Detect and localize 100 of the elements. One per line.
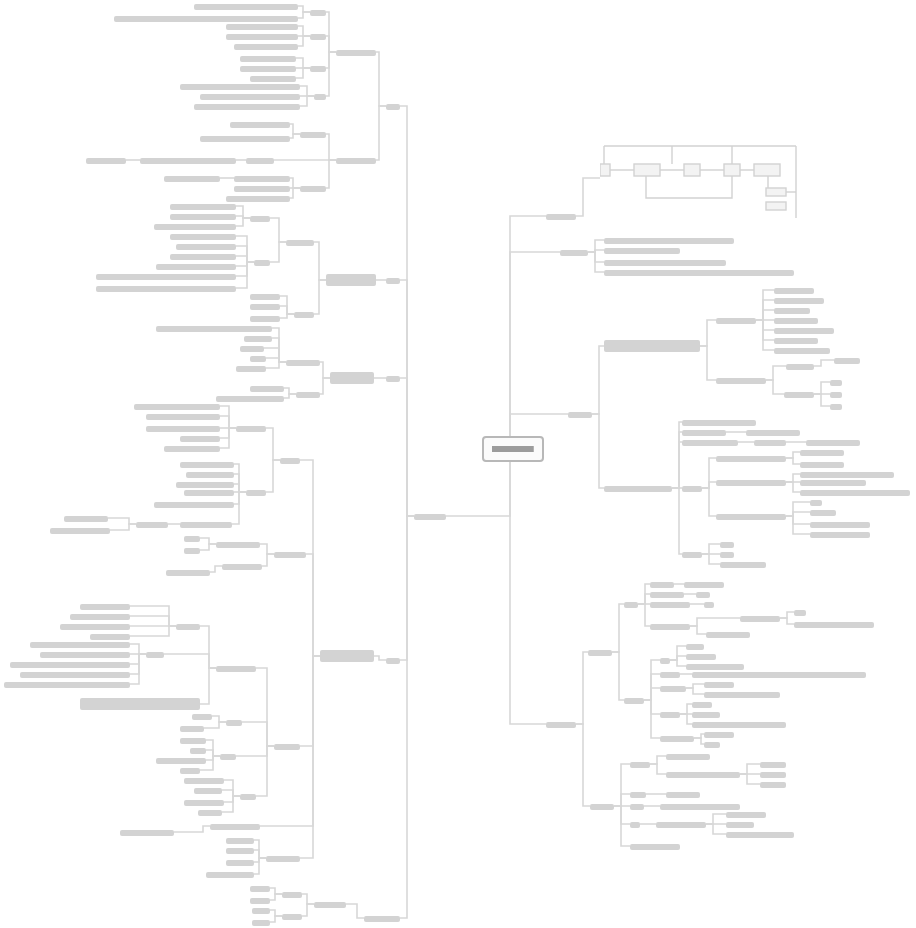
- connector-line: [125, 159, 141, 161]
- connector-line: [203, 721, 227, 729]
- topic-bar: [234, 43, 298, 49]
- topic-bar: [156, 757, 206, 763]
- topic-bar: [692, 711, 720, 717]
- topic-bar: [226, 859, 254, 865]
- connector-line: [297, 11, 311, 19]
- topic-bar: [180, 725, 204, 731]
- topic-bar: [630, 791, 646, 797]
- connector-line: [689, 603, 705, 605]
- connector-line: [301, 903, 315, 917]
- topic-bar: [176, 481, 234, 487]
- connector-line: [693, 737, 705, 745]
- topic-bar: [226, 33, 298, 39]
- topic-bar: [134, 403, 220, 409]
- topic-bar: [660, 711, 680, 717]
- topic-bar: [830, 403, 842, 409]
- topic-bar: [588, 649, 612, 655]
- topic-bar: [300, 131, 326, 137]
- connector-line: [269, 893, 283, 901]
- connector-line: [591, 413, 605, 489]
- topic-bar: [800, 461, 844, 467]
- topic-bar: [692, 721, 786, 727]
- topic-bar: [234, 175, 290, 181]
- topic-bar: [774, 327, 834, 333]
- topic-bar: [760, 781, 786, 787]
- topic-bar: [666, 771, 740, 777]
- topic-bar: [194, 787, 222, 793]
- topic-bar: [604, 237, 734, 243]
- connector-line: [199, 543, 217, 551]
- topic-bar: [250, 385, 284, 391]
- connector-line: [375, 279, 387, 281]
- topic-bar: [20, 671, 130, 677]
- topic-bar: [252, 907, 270, 913]
- topic-bar: [210, 823, 260, 829]
- topic-bar: [192, 713, 212, 719]
- topic-bar: [96, 273, 236, 279]
- topic-bar: [64, 515, 108, 521]
- topic-bar: [216, 395, 284, 401]
- topic-bar: [184, 535, 200, 541]
- topic-bar: [216, 665, 256, 671]
- topic-bar: [560, 249, 588, 255]
- topic-bar: [4, 681, 130, 687]
- topic-bar: [666, 753, 710, 759]
- topic-bar: [800, 489, 910, 495]
- topic-bar: [184, 547, 200, 553]
- connector-line: [785, 441, 807, 443]
- topic-bar: [274, 551, 306, 557]
- topic-bar: [650, 623, 690, 629]
- connector-line: [737, 441, 755, 443]
- topic-bar: [114, 15, 298, 21]
- connector-line: [373, 655, 387, 661]
- connector-line: [109, 523, 137, 531]
- topic-bar: [282, 891, 302, 897]
- topic-bar: [386, 657, 400, 663]
- connector-line: [725, 431, 747, 433]
- topic-bar: [226, 847, 254, 853]
- topic-bar: [810, 531, 870, 537]
- topic-bar: [156, 325, 272, 331]
- topic-bar: [266, 855, 300, 861]
- topic-bar: [240, 793, 256, 799]
- topic-bar: [720, 561, 766, 567]
- topic-bar: [716, 455, 786, 461]
- topic-bar: [194, 103, 300, 109]
- topic-bar: [704, 691, 780, 697]
- connector-line: [283, 393, 297, 399]
- topic-bar: [170, 203, 236, 209]
- topic-bar: [226, 23, 298, 29]
- connector-line: [645, 793, 667, 795]
- topic-bar: [716, 479, 786, 485]
- topic-bar: [624, 601, 638, 607]
- topic-bar: [314, 93, 326, 99]
- topic-bar: [90, 633, 130, 639]
- topic-bar: [294, 311, 314, 317]
- topic-bar: [604, 269, 794, 275]
- topic-bar: [236, 425, 266, 431]
- topic-bar: [686, 653, 716, 659]
- connector-line: [313, 279, 327, 315]
- connector-line: [345, 903, 365, 919]
- topic-bar: [682, 419, 756, 425]
- topic-bar: [810, 499, 822, 505]
- topic-bar: [604, 485, 672, 491]
- topic-bar: [250, 885, 270, 891]
- topic-bar: [590, 803, 614, 809]
- connector-line: [173, 825, 211, 833]
- topic-bar: [184, 777, 224, 783]
- topic-bar: [200, 93, 300, 99]
- topic-bar: [774, 317, 818, 323]
- topic-bar: [754, 439, 786, 445]
- topic-bar: [630, 761, 650, 767]
- topic-bar: [656, 821, 706, 827]
- topic-bar: [180, 737, 206, 743]
- topic-bar: [286, 359, 320, 365]
- topic-bar: [156, 263, 236, 269]
- topic-bar: [186, 471, 234, 477]
- topic-bar: [660, 657, 670, 663]
- topic-bar: [834, 357, 860, 363]
- topic-bar: [692, 671, 866, 677]
- topic-bar: [164, 175, 220, 181]
- topic-bar: [240, 55, 296, 61]
